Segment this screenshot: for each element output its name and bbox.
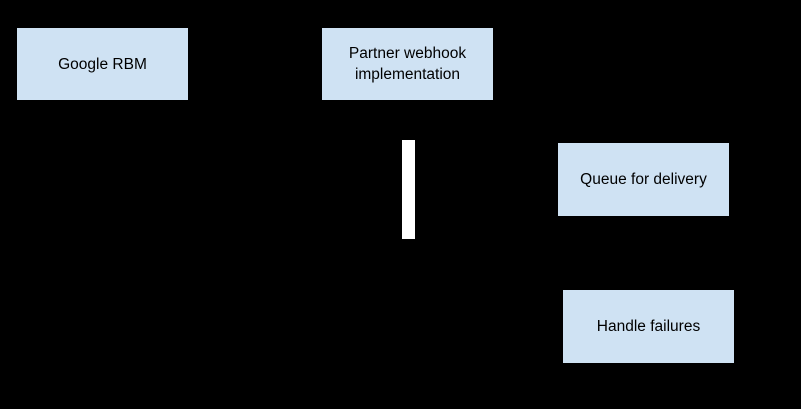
node-google-rbm-label: Google RBM xyxy=(58,55,147,73)
node-partner-webhook-implementation-label: Partner webhook implementation xyxy=(348,45,467,83)
node-queue-for-delivery-label: Queue for delivery xyxy=(580,171,707,188)
node-queue-for-delivery: Queue for delivery xyxy=(558,143,729,216)
activation-bar xyxy=(402,140,415,239)
node-partner-webhook-implementation: Partner webhook implementation xyxy=(322,28,493,100)
node-handle-failures: Handle failures xyxy=(563,290,734,363)
node-google-rbm: Google RBM xyxy=(17,28,188,100)
node-handle-failures-label: Handle failures xyxy=(596,318,701,335)
